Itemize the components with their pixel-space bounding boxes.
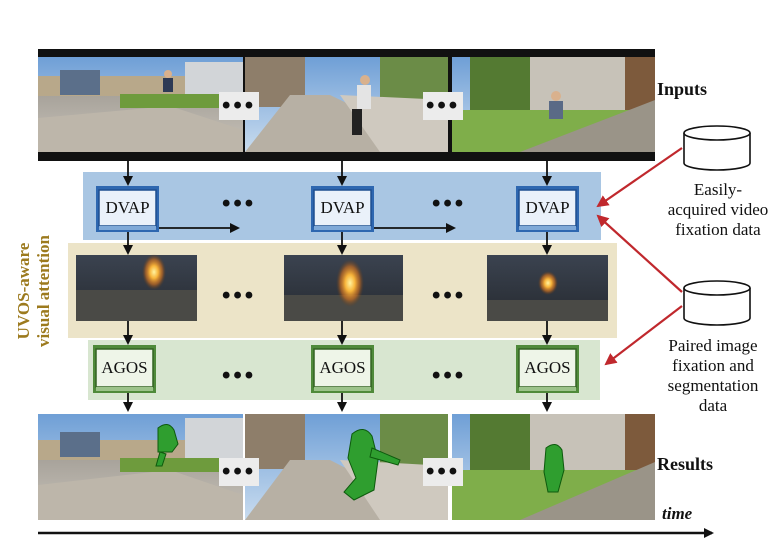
attention-map-1 xyxy=(76,254,197,321)
agos-box-3 xyxy=(516,345,579,393)
attention-map-3 xyxy=(487,255,608,321)
agos-box-2 xyxy=(311,345,374,393)
image-fixation-line-2: fixation and xyxy=(672,356,754,375)
agos-label-2: AGOS xyxy=(319,358,366,377)
result-ellipsis-2: ••• xyxy=(423,458,464,486)
attention-map-2 xyxy=(284,255,403,321)
input-frames-strip xyxy=(38,49,655,161)
uvos-attention-side-label: UVOS-aware visual attention xyxy=(14,216,58,366)
inputs-label: Inputs xyxy=(657,79,708,99)
video-fixation-line-3: fixation data xyxy=(675,220,761,239)
input-frame-2 xyxy=(245,57,448,152)
dvap-ellipsis-1: ••• xyxy=(222,190,257,217)
result-frames-strip xyxy=(38,410,655,522)
attention-ellipsis-2: ••• xyxy=(432,282,467,309)
dvap-box-2 xyxy=(311,186,374,232)
data-source-arrows xyxy=(596,147,683,366)
video-fixation-label: Easily- acquired video fixation data xyxy=(658,180,774,240)
agos-ellipsis-2: ••• xyxy=(432,362,467,389)
attention-ellipsis-1: ••• xyxy=(222,282,257,309)
image-fixation-line-3: segmentation data xyxy=(667,376,759,415)
result-frame-1 xyxy=(38,414,243,520)
dvap-box-1 xyxy=(96,186,159,232)
input-ellipsis-2: ••• xyxy=(423,92,464,120)
side-label-line-2: visual attention xyxy=(34,235,53,347)
dvap-label-2: DVAP xyxy=(320,198,365,217)
side-label-line-1: UVOS-aware xyxy=(14,242,33,340)
flow-arrows xyxy=(123,161,552,412)
dvap-label-1: DVAP xyxy=(105,198,150,217)
dvap-label-3: DVAP xyxy=(525,198,570,217)
time-label: time xyxy=(662,504,693,523)
input-frame-1 xyxy=(38,57,243,152)
input-ellipsis-1: ••• xyxy=(219,92,260,120)
dvap-box-3 xyxy=(516,186,579,232)
agos-label-1: AGOS xyxy=(101,358,148,377)
video-fixation-line-2: acquired video xyxy=(667,200,769,219)
image-fixation-line-1: Paired image xyxy=(668,336,758,355)
agos-ellipsis-1: ••• xyxy=(222,362,257,389)
result-frame-3 xyxy=(452,414,655,520)
video-fixation-database-icon xyxy=(683,125,751,171)
results-label: Results xyxy=(657,454,714,474)
dvap-ellipsis-2: ••• xyxy=(432,190,467,217)
result-ellipsis-1: ••• xyxy=(219,458,260,486)
input-frame-3 xyxy=(452,57,655,152)
image-fixation-label: Paired image fixation and segmentation d… xyxy=(652,336,774,416)
agos-box-1 xyxy=(93,345,156,393)
agos-label-3: AGOS xyxy=(524,358,571,377)
video-fixation-line-1: Easily- xyxy=(693,180,743,199)
image-fixation-database-icon xyxy=(683,280,751,326)
result-frame-2 xyxy=(245,414,448,520)
